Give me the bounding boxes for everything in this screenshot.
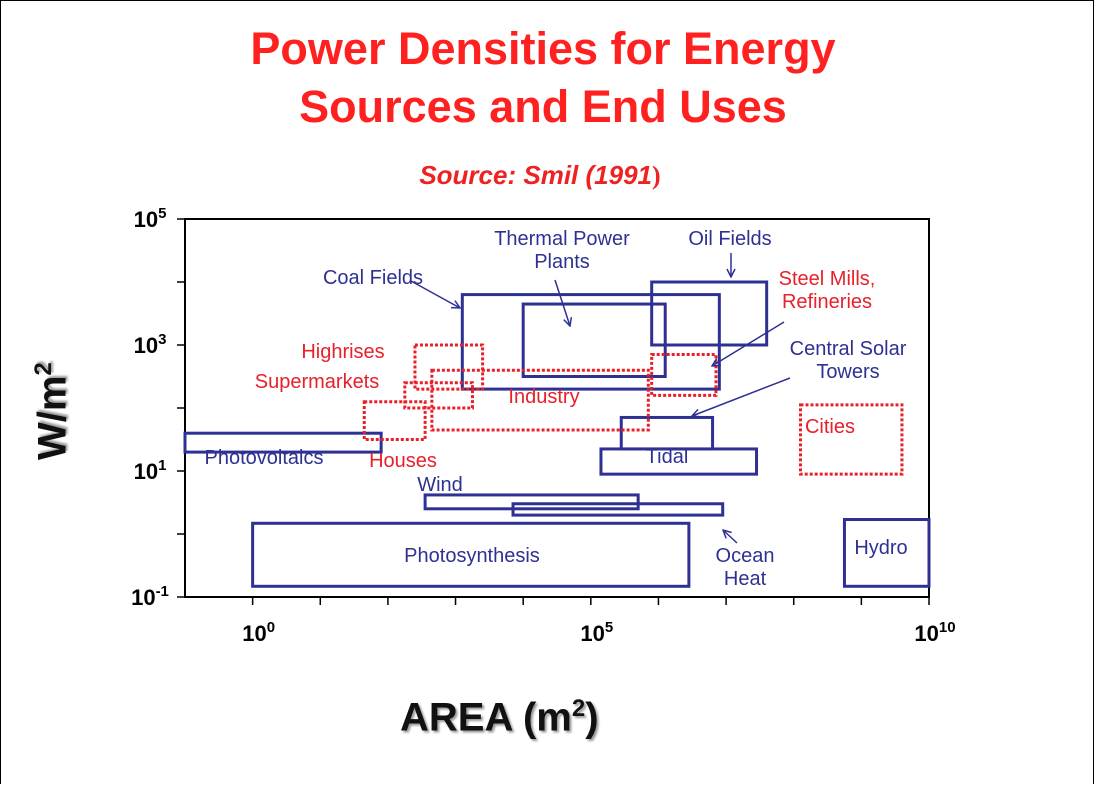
coal-fields-box xyxy=(460,293,721,391)
hydro-box xyxy=(842,518,931,588)
steel-mills-refineries-box xyxy=(650,352,718,397)
wind-label: Wind xyxy=(417,474,463,496)
tidal-box xyxy=(599,447,759,476)
x-tick-label: 105 xyxy=(580,619,613,646)
range-boxes xyxy=(183,280,931,588)
steel-arrow xyxy=(712,321,785,366)
photovoltaics-box xyxy=(183,431,383,454)
photovoltaics-label: Photovoltaics xyxy=(205,447,324,469)
coal-fields-label: Coal Fields xyxy=(323,267,423,289)
thermal-power-plants-box xyxy=(521,302,667,378)
industry-box xyxy=(430,368,650,432)
hydro-label: Hydro xyxy=(854,537,907,559)
x-axis-title: AREA (m2) xyxy=(400,695,599,740)
source-citation-text: Source: Smil (1991 xyxy=(419,160,652,190)
source-citation: Source: Smil (1991) xyxy=(0,160,1080,191)
y-tick-label: 103 xyxy=(134,331,167,358)
y-tick-label: 10-1 xyxy=(131,583,169,610)
supermarkets-label: Supermarkets xyxy=(255,371,380,393)
houses-label: Houses xyxy=(369,450,437,472)
x-axis-title-end: ) xyxy=(585,695,599,740)
source-citation-paren: ) xyxy=(651,161,661,190)
tidal-label: Tidal xyxy=(646,446,689,468)
photosynthesis-box xyxy=(251,521,691,588)
wind-box xyxy=(423,493,640,511)
x-axis-title-sup: 2 xyxy=(571,695,586,722)
x-tick-label: 1010 xyxy=(914,619,955,646)
x-tick-label: 100 xyxy=(242,619,275,646)
industry-label: Industry xyxy=(508,386,579,408)
y-tick-label: 101 xyxy=(134,457,167,484)
cities-box xyxy=(798,403,904,476)
plot-axes: 10-1 101 103 105 100 105 1010 xyxy=(131,205,956,646)
houses-box xyxy=(362,400,427,442)
coal-fields-arrow xyxy=(410,280,460,308)
x-axis-title-text: AREA (m xyxy=(400,695,572,740)
supermarkets-box xyxy=(403,381,474,410)
ocean-heat-box xyxy=(511,502,725,517)
slide-title: Power Densities for Energy Sources and E… xyxy=(0,20,1086,136)
ocean-arrow xyxy=(723,530,738,544)
title-line-1: Power Densities for Energy xyxy=(250,23,836,74)
steel-mills-refineries-label: Steel Mills,Refineries xyxy=(779,268,876,313)
title-line-2: Sources and End Uses xyxy=(299,81,787,132)
solar-arrow xyxy=(692,377,791,416)
oil-fields-box xyxy=(650,280,769,347)
cities-label: Cities xyxy=(805,416,855,438)
central-solar-towers-box xyxy=(619,415,715,451)
highrises-label: Highrises xyxy=(301,341,384,363)
photosynthesis-label: Photosynthesis xyxy=(404,545,540,567)
highrises-box xyxy=(413,343,485,391)
label-arrows xyxy=(410,253,791,544)
oil-fields-label: Oil Fields xyxy=(688,228,771,250)
thermal-arrow xyxy=(554,279,570,326)
y-tick-label: 105 xyxy=(134,205,167,232)
